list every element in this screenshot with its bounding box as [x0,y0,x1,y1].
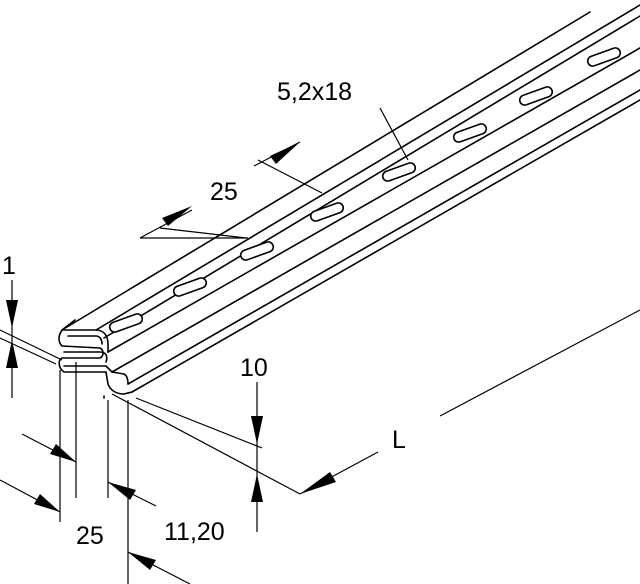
opening-arrow-bottom [128,552,156,570]
opening-dimension [107,400,191,584]
thickness-arrow-top [6,300,18,328]
lip-height-dimension [111,382,301,532]
opening-arrow-top [108,482,136,500]
slots [108,47,622,333]
lip-arrow-bottom [251,474,263,502]
length-dimension [299,309,640,495]
lip-height-label: 10 [240,354,268,382]
opening-label: 11,20 [164,518,225,546]
width-arrow [34,494,60,512]
length-arrow [300,472,336,494]
lip-arrow-top [251,416,263,444]
pitch-arrow-right [270,142,300,164]
slot-pitch-label: 25 [210,178,238,206]
pitch-arrow-left [162,206,192,226]
rail-profile [58,4,640,399]
slot-size-label: 5,2x18 [277,78,352,106]
width-label: 25 [76,522,104,550]
width-dimension [0,362,77,522]
slot-size-dimension [379,107,409,161]
thickness-label: 1 [2,252,16,280]
width-arrow-inner [50,444,76,462]
thickness-arrow-bottom [6,340,18,368]
slot-pitch-dimension [139,141,323,239]
thickness-dimension [0,280,63,398]
length-label: L [392,426,406,454]
